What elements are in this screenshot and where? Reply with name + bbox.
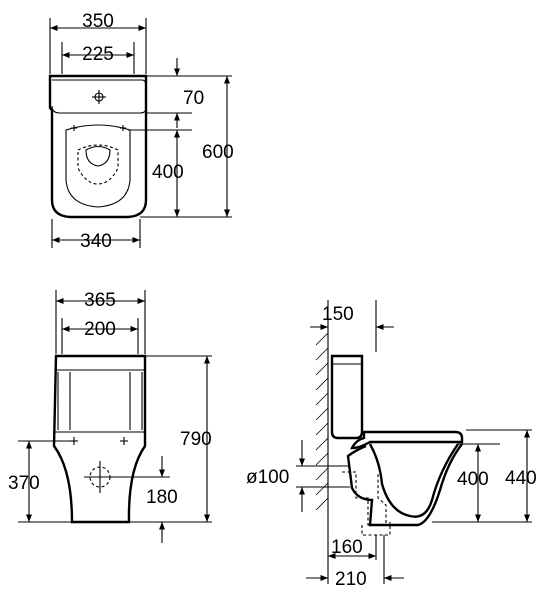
dim-side-outlet-depth: 210 bbox=[335, 569, 367, 590]
wall-hatch bbox=[315, 332, 329, 511]
front-view-outline bbox=[52, 354, 147, 524]
fixing-point-icon bbox=[70, 437, 128, 445]
dim-front-outlet-height: 370 bbox=[8, 473, 40, 494]
dim-front-total-height: 790 bbox=[180, 429, 212, 450]
dim-side-outlet-offset: 160 bbox=[331, 537, 363, 558]
dim-top-total-length: 600 bbox=[202, 142, 234, 163]
dim-top-width-overall: 350 bbox=[82, 11, 114, 32]
dim-top-width-inner: 225 bbox=[82, 44, 114, 65]
dim-side-pipe-diameter: ø100 bbox=[246, 467, 289, 488]
front-view: 365 200 790 370 180 bbox=[8, 290, 212, 543]
dim-side-wall-to-tank: 150 bbox=[322, 304, 354, 325]
top-view-bowl-inner bbox=[77, 144, 119, 185]
side-view: 150 ø100 400 440 160 210 bbox=[246, 300, 537, 590]
dim-side-seat-height: 400 bbox=[457, 469, 489, 490]
dim-top-tank-depth: 70 bbox=[183, 88, 204, 109]
side-view-tank bbox=[330, 354, 364, 440]
side-view-seat bbox=[350, 430, 464, 450]
side-view-outlet bbox=[342, 471, 387, 526]
dim-top-base-width: 340 bbox=[80, 231, 112, 252]
dim-front-width-inner: 200 bbox=[84, 319, 116, 340]
top-view-tank bbox=[51, 79, 147, 114]
top-view-seat-opening bbox=[85, 145, 111, 167]
top-view-bowl bbox=[65, 124, 131, 208]
dim-top-fixing-distance: 400 bbox=[152, 162, 184, 183]
side-view-bowl-outer bbox=[346, 443, 463, 527]
top-view: 350 225 70 400 600 340 bbox=[48, 11, 234, 252]
dim-side-rim-height: 440 bbox=[505, 468, 537, 489]
side-view-bowl bbox=[368, 443, 459, 518]
flush-button-icon bbox=[92, 90, 106, 104]
top-view-outline bbox=[48, 74, 148, 219]
dim-front-outlet-width: 180 bbox=[146, 487, 178, 508]
dim-front-width-overall: 365 bbox=[84, 290, 116, 311]
fixing-point-icon bbox=[71, 125, 126, 131]
